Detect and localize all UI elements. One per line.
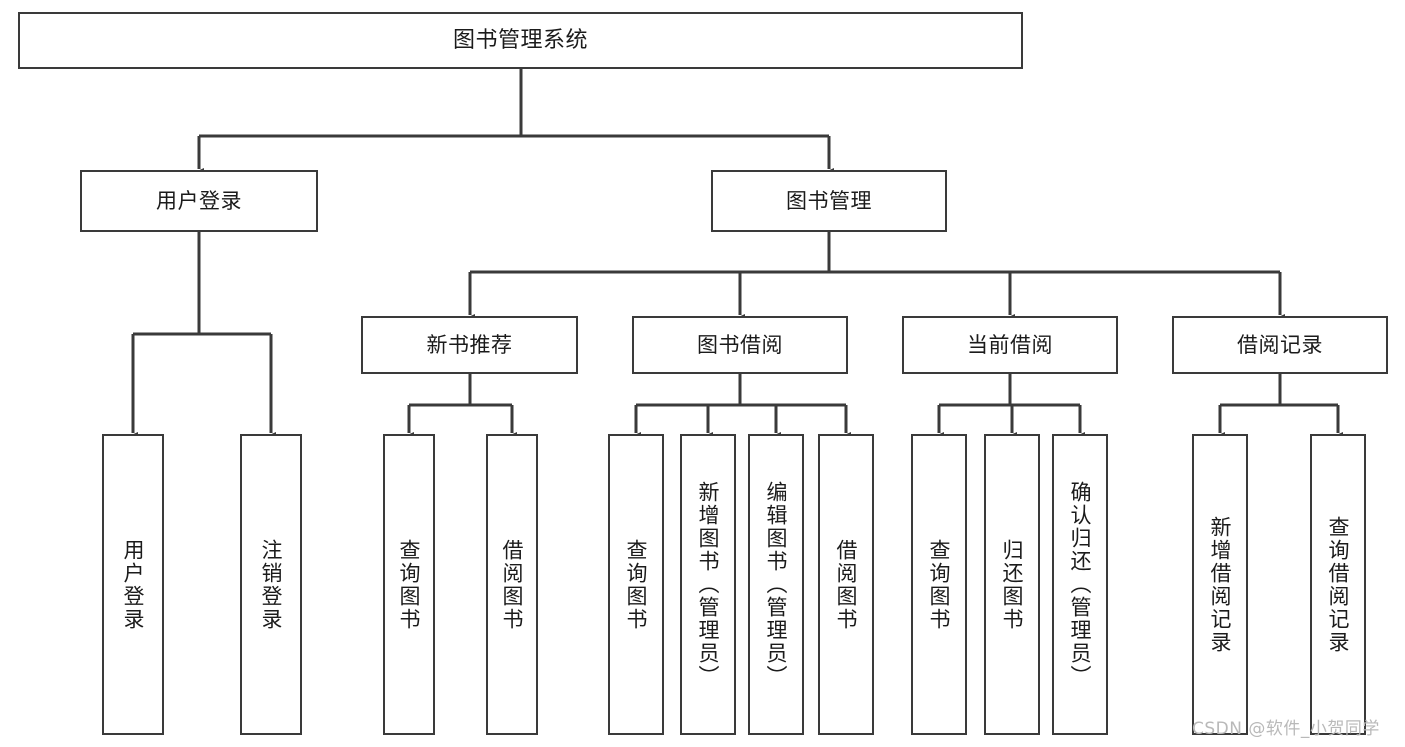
node-leaf-br-add[interactable]: 新增借阅记录 [1192, 434, 1248, 735]
node-leaf-bb-query[interactable]: 查询图书 [608, 434, 664, 735]
node-label: 注销登录 [259, 538, 284, 631]
node-leaf-nb-query[interactable]: 查询图书 [383, 434, 435, 735]
node-label: 查询图书 [927, 538, 952, 631]
node-leaf-cb-confirm[interactable]: 确认归还（管理员） [1052, 434, 1108, 735]
node-borrow-record[interactable]: 借阅记录 [1172, 316, 1388, 374]
node-leaf-br-query[interactable]: 查询借阅记录 [1310, 434, 1366, 735]
node-label: 新增借阅记录 [1208, 515, 1233, 654]
node-label: 借阅图书 [500, 538, 525, 631]
node-label: 当前借阅 [967, 332, 1053, 357]
node-leaf-nb-borrow[interactable]: 借阅图书 [486, 434, 538, 735]
csdn-watermark: CSDN @软件_小贺同学 [1192, 719, 1380, 739]
node-label: 用户登录 [121, 538, 146, 631]
node-label: 新书推荐 [426, 332, 513, 357]
node-label: 编辑图书（管理员） [764, 481, 789, 688]
node-label: 图书管理 [786, 188, 872, 213]
node-leaf-cb-return[interactable]: 归还图书 [984, 434, 1040, 735]
node-leaf-user-login[interactable]: 用户登录 [102, 434, 164, 735]
node-user-login[interactable]: 用户登录 [80, 170, 318, 232]
node-leaf-bb-add[interactable]: 新增图书（管理员） [680, 434, 736, 735]
node-label: 图书管理系统 [452, 27, 588, 53]
node-label: 查询借阅记录 [1326, 515, 1351, 654]
node-label: 新增图书（管理员） [696, 481, 721, 688]
node-label: 查询图书 [397, 538, 422, 631]
node-label: 确认归还（管理员） [1068, 481, 1093, 688]
node-label: 借阅记录 [1237, 332, 1323, 357]
node-label: 查询图书 [624, 538, 649, 631]
node-root[interactable]: 图书管理系统 [18, 12, 1023, 69]
node-book-borrow[interactable]: 图书借阅 [632, 316, 848, 374]
node-leaf-user-logout[interactable]: 注销登录 [240, 434, 302, 735]
node-leaf-bb-borrow[interactable]: 借阅图书 [818, 434, 874, 735]
node-new-book-rec[interactable]: 新书推荐 [361, 316, 578, 374]
node-book-manage[interactable]: 图书管理 [711, 170, 947, 232]
node-label: 图书借阅 [697, 332, 783, 357]
edges-group [128, 69, 1343, 441]
node-label: 归还图书 [1000, 538, 1025, 631]
node-leaf-bb-edit[interactable]: 编辑图书（管理员） [748, 434, 804, 735]
node-label: 借阅图书 [834, 538, 859, 631]
node-label: 用户登录 [156, 188, 242, 213]
node-current-borrow[interactable]: 当前借阅 [902, 316, 1118, 374]
node-leaf-cb-query[interactable]: 查询图书 [911, 434, 967, 735]
